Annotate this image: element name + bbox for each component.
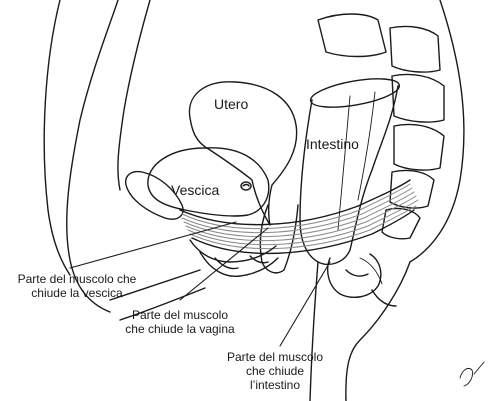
- caption-intestine-muscle-line-3: l’intestino: [210, 378, 340, 392]
- bladder-label: Vescica: [171, 182, 219, 198]
- intestine-outline: [300, 86, 398, 264]
- skin-fold-outline: [44, 0, 70, 275]
- caption-intestine-muscle-line-2: che chiude: [210, 364, 340, 378]
- artist-signature-mark: [460, 362, 484, 386]
- leader-line-intestine-muscle: [280, 262, 330, 346]
- caption-bladder-muscle-line-2: chiude la vescica: [2, 286, 152, 300]
- gluteal-outline: [346, 262, 410, 401]
- caption-bladder-muscle-line-1: Parte del muscolo che: [2, 272, 152, 286]
- intestine-opening: [309, 73, 402, 112]
- abdominal-inner-outline: [118, 0, 150, 190]
- caption-vagina-muscle-line-2: che chiude la vagina: [106, 322, 254, 336]
- caption-intestine-muscle-line-1: Parte del muscolo: [210, 350, 340, 364]
- caption-vagina-muscle: Parte del muscolo che chiude la vagina: [106, 308, 254, 336]
- intestine-label: Intestino: [306, 136, 359, 152]
- caption-intestine-muscle: Parte del muscolo che chiude l’intestino: [210, 350, 340, 392]
- abdominal-wall-outline: [67, 0, 118, 312]
- uterus-label: Utero: [214, 96, 248, 112]
- caption-vagina-muscle-line-1: Parte del muscolo: [106, 308, 254, 322]
- caption-bladder-muscle: Parte del muscolo che chiude la vescica: [2, 272, 152, 300]
